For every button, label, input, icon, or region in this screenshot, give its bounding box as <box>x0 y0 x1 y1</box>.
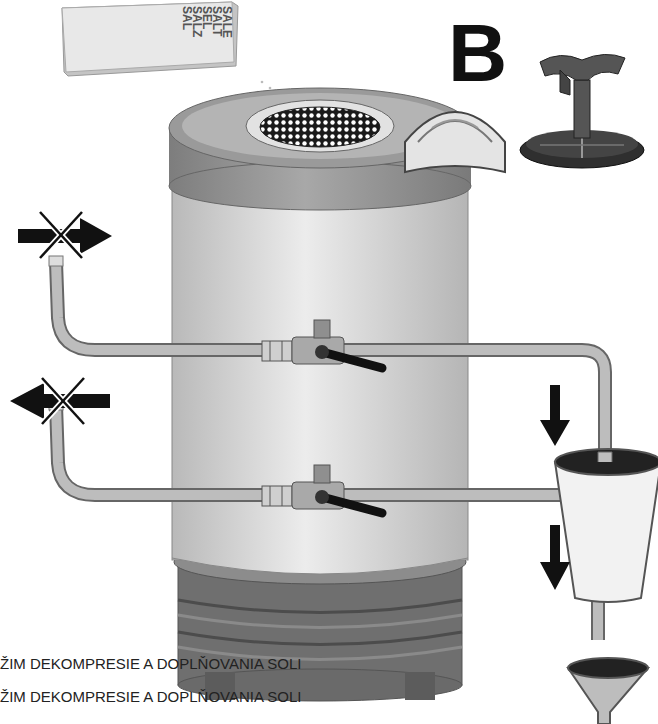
crossed-flow-arrow <box>18 212 112 258</box>
drain-funnel <box>568 658 648 724</box>
caption-text: ŽIM DEKOMPRESIE A DOPLŇOVANIA SOLI <box>0 689 301 704</box>
lid-handle <box>520 54 644 168</box>
ball-valve <box>262 320 382 368</box>
tank-body <box>172 160 468 574</box>
hoses <box>49 256 605 640</box>
drain-cup <box>555 449 658 602</box>
ball-valve <box>262 465 382 513</box>
box-side <box>62 2 238 76</box>
salt-box: SALE SALT SEL SALZ SAL <box>60 0 240 80</box>
crossed-flow-arrow <box>10 378 110 424</box>
flow-arrow <box>540 385 570 590</box>
brine-cover <box>405 112 505 172</box>
box-text: SALE SALT SEL SALZ SAL <box>182 6 232 38</box>
box-face <box>62 2 234 72</box>
panel-letter: B <box>448 12 507 94</box>
caption-text: ŽIM DEKOMPRESIE A DOPLŇOVANIA SOLI <box>0 656 301 671</box>
